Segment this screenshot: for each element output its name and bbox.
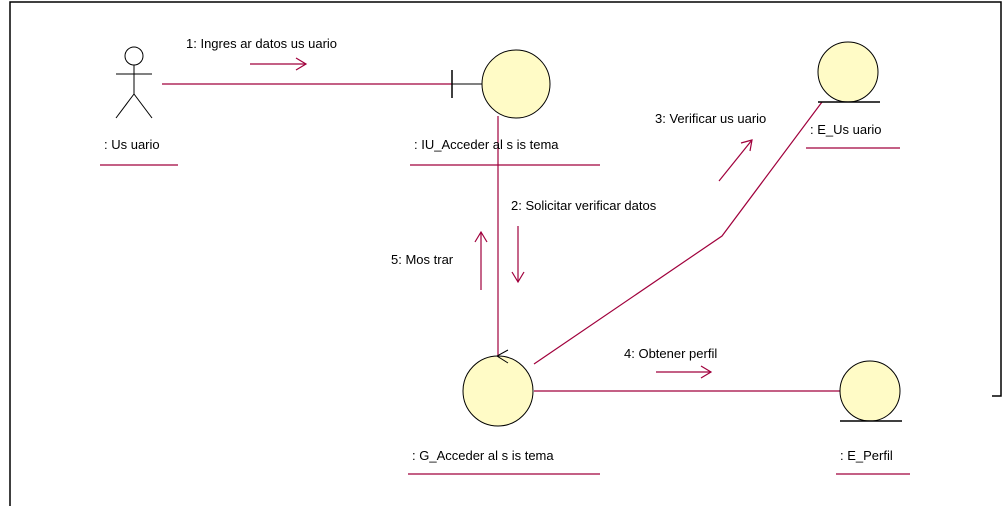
iu-acceder-label: : IU_Acceder al s is tema <box>414 137 559 152</box>
message-1[interactable]: 1: Ingres ar datos us uario <box>186 36 337 71</box>
entity-object-icon <box>839 360 902 422</box>
message-5-arrow <box>474 230 488 290</box>
boundary-iu-acceder[interactable]: : IU_Acceder al s is tema <box>410 49 600 166</box>
boundary-object-icon <box>451 49 551 119</box>
entity-object-icon <box>817 41 880 103</box>
message-2-arrow <box>511 226 525 284</box>
message-3-arrow <box>718 139 753 182</box>
control-g-acceder[interactable]: : G_Acceder al s is tema <box>408 349 600 475</box>
actor-usuario-label: : Us uario <box>104 137 160 152</box>
message-1-label: 1: Ingres ar datos us uario <box>186 36 337 51</box>
message-2[interactable]: 2: Solicitar verificar datos <box>511 198 657 284</box>
message-1-arrow <box>250 57 308 71</box>
control-object-icon <box>462 349 534 427</box>
message-4[interactable]: 4: Obtener perfil <box>624 346 717 379</box>
actor-usuario[interactable]: : Us uario <box>100 46 178 166</box>
message-5[interactable]: 5: Mos trar <box>391 230 488 290</box>
link-g-e-usuario <box>533 101 823 365</box>
diagram-frame <box>9 1 1002 506</box>
message-3-label: 3: Verificar us uario <box>655 111 766 126</box>
entity-e-perfil[interactable]: : E_Perfil <box>836 360 910 475</box>
message-4-arrow <box>656 365 713 379</box>
g-acceder-label: : G_Acceder al s is tema <box>412 448 554 463</box>
message-3[interactable]: 3: Verificar us uario <box>655 111 766 182</box>
actor-icon <box>115 46 153 119</box>
e-perfil-label: : E_Perfil <box>840 448 893 463</box>
message-5-label: 5: Mos trar <box>391 252 454 267</box>
message-4-label: 4: Obtener perfil <box>624 346 717 361</box>
entity-e-usuario[interactable]: : E_Us uario <box>806 41 900 149</box>
e-usuario-label: : E_Us uario <box>810 122 882 137</box>
message-2-label: 2: Solicitar verificar datos <box>511 198 657 213</box>
